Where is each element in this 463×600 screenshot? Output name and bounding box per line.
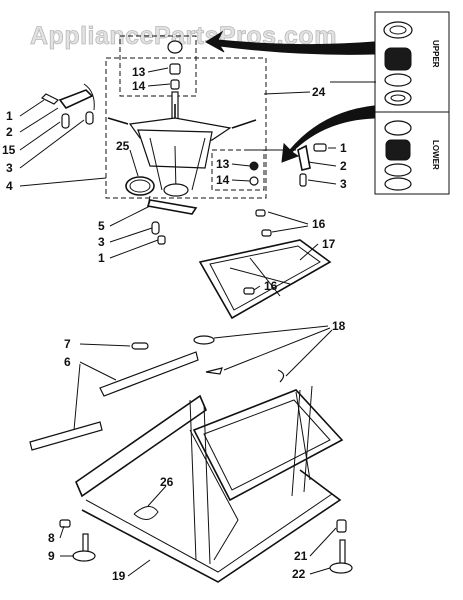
callout-13-b: 13 (216, 157, 230, 171)
callout-18: 18 (332, 319, 346, 333)
callout-17: 17 (322, 237, 336, 251)
seal-kit-box (119, 35, 197, 97)
upper-pointer-arrow (205, 30, 375, 55)
callout-15: 15 (2, 143, 16, 157)
right-seal-box (211, 149, 265, 191)
left-clip-parts (40, 83, 95, 129)
watermark-text: AppliancePartsPros.com (30, 22, 337, 50)
callout-13-a: 13 (132, 65, 146, 79)
callout-7: 7 (64, 337, 71, 351)
callout-2-b: 2 (340, 159, 347, 173)
callout-21: 21 (294, 549, 308, 563)
callout-14-a: 14 (132, 79, 146, 93)
callout-8: 8 (48, 531, 55, 545)
callout-4: 4 (6, 179, 13, 193)
leader-lines (19, 67, 376, 577)
callout-25: 25 (116, 139, 130, 153)
drive-belt (125, 176, 155, 196)
lower-label: LOWER (431, 140, 440, 170)
callout-5: 5 (98, 219, 105, 233)
callout-6: 6 (64, 355, 71, 369)
callout-3-b: 3 (340, 177, 347, 191)
callout-2-a: 2 (6, 125, 13, 139)
upper-label: UPPER (431, 40, 440, 68)
bearing-inset-frame (374, 11, 450, 195)
base-frame (29, 335, 353, 583)
callout-1-b: 1 (340, 141, 347, 155)
callout-26: 26 (160, 475, 174, 489)
callout-1-c: 1 (98, 251, 105, 265)
callout-16-b: 16 (264, 279, 278, 293)
callout-1-a: 1 (6, 109, 13, 123)
callout-9: 9 (48, 549, 55, 563)
upper-bearing-stack (383, 21, 413, 106)
transmission-assembly (107, 40, 257, 197)
callout-3-a: 3 (6, 161, 13, 175)
callout-19: 19 (112, 569, 126, 583)
callout-14-b: 14 (216, 173, 230, 187)
lower-clip-parts (146, 195, 198, 245)
lower-bearing-stack (384, 120, 412, 191)
callout-16-a: 16 (312, 217, 326, 231)
callout-24: 24 (312, 85, 326, 99)
drive-assembly-box (105, 57, 267, 199)
callout-3-c: 3 (98, 235, 105, 249)
callout-22: 22 (292, 567, 306, 581)
lower-pointer-arrow (281, 105, 375, 163)
top-brace-frame (198, 209, 332, 320)
callout-numbers: 1 2 15 3 4 25 13 14 24 13 14 1 2 3 5 3 1… (2, 65, 347, 583)
